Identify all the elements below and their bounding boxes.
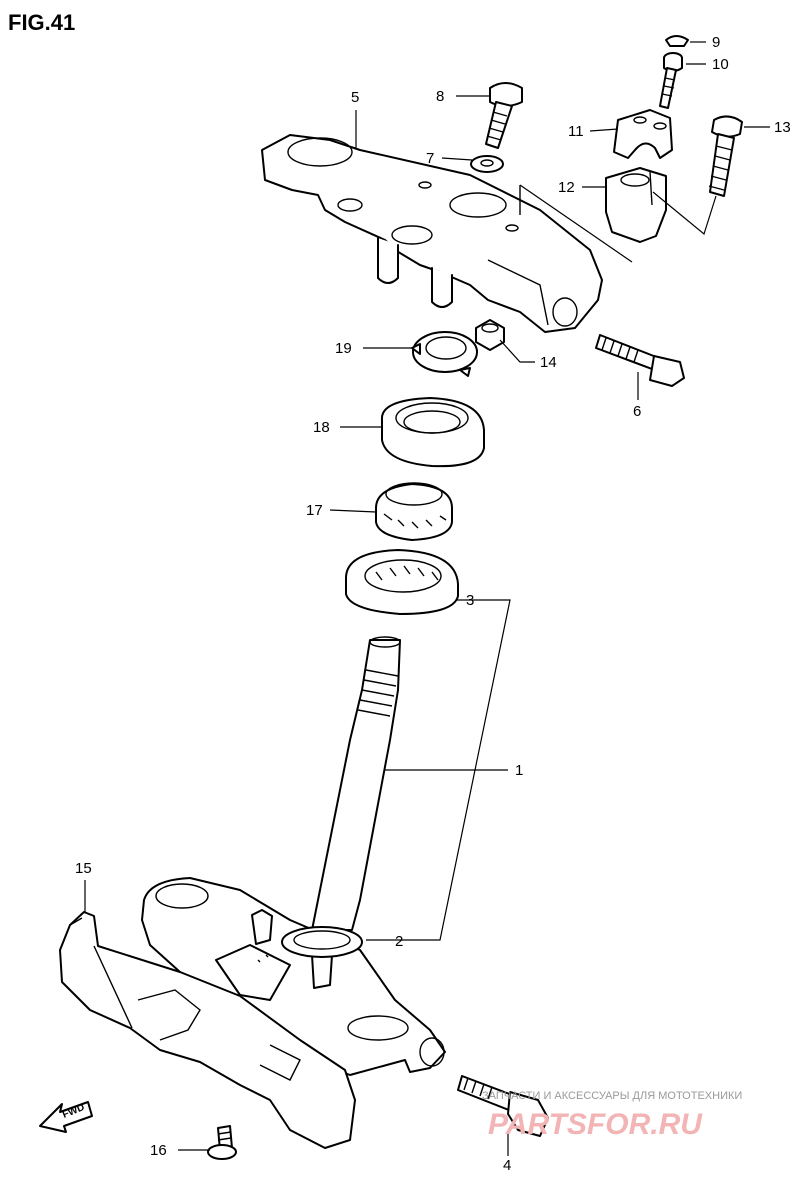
fwd-arrow-icon: FWD xyxy=(39,1101,93,1133)
bolt-10 xyxy=(659,52,683,109)
nut-14 xyxy=(475,319,505,351)
bolt-8 xyxy=(485,82,523,149)
callout-17: 17 xyxy=(306,502,323,519)
watermark-tagline: ЗАПЧАСТИ И АКСЕССУАРЫ ДЛЯ МОТОТЕХНИКИ xyxy=(482,1090,742,1102)
bearing-17 xyxy=(375,482,453,541)
dust-seal-18 xyxy=(380,397,485,468)
figure-title: FIG.41 xyxy=(8,10,75,35)
callout-14: 14 xyxy=(540,354,557,371)
callout-7: 7 xyxy=(426,150,434,167)
callout-2: 2 xyxy=(395,933,403,950)
bolt-13 xyxy=(708,115,743,197)
handlebar-holder-upper-11 xyxy=(613,109,673,159)
callout-5: 5 xyxy=(351,89,359,106)
seal-2 xyxy=(281,926,363,958)
washer-7 xyxy=(470,155,504,173)
watermark-brand: PARTSFOR.RU xyxy=(488,1108,703,1141)
callout-3: 3 xyxy=(466,592,474,609)
callout-6: 6 xyxy=(633,403,641,420)
cover-15 xyxy=(59,911,356,1149)
callout-15: 15 xyxy=(75,860,92,877)
callout-1: 1 xyxy=(515,762,523,779)
callout-9: 9 xyxy=(712,34,720,51)
callout-10: 10 xyxy=(712,56,729,73)
steering-stem-1 xyxy=(141,636,446,1076)
bolt-6 xyxy=(595,334,685,387)
callout-16: 16 xyxy=(150,1142,167,1159)
handlebar-holder-lower-12 xyxy=(605,167,667,243)
leader-lines xyxy=(84,41,770,1156)
lock-nut-19 xyxy=(411,331,478,377)
callout-19: 19 xyxy=(335,340,352,357)
callout-8: 8 xyxy=(436,88,444,105)
callout-11: 11 xyxy=(568,123,584,140)
screw-16 xyxy=(207,1125,237,1160)
callout-4: 4 xyxy=(503,1157,511,1174)
callout-18: 18 xyxy=(313,419,330,436)
watermark: ЗАПЧАСТИ И АКСЕССУАРЫ ДЛЯ МОТОТЕХНИКИ PA… xyxy=(482,1090,742,1141)
bearing-race-3 xyxy=(345,549,459,615)
callout-12: 12 xyxy=(558,179,575,196)
upper-bracket xyxy=(261,134,603,333)
cap-9 xyxy=(665,35,689,47)
bolt-4 xyxy=(457,1075,549,1137)
callout-numbers: 1 2 3 4 5 6 7 8 9 10 11 12 13 14 15 16 1… xyxy=(75,34,791,1174)
callout-13: 13 xyxy=(774,119,791,136)
